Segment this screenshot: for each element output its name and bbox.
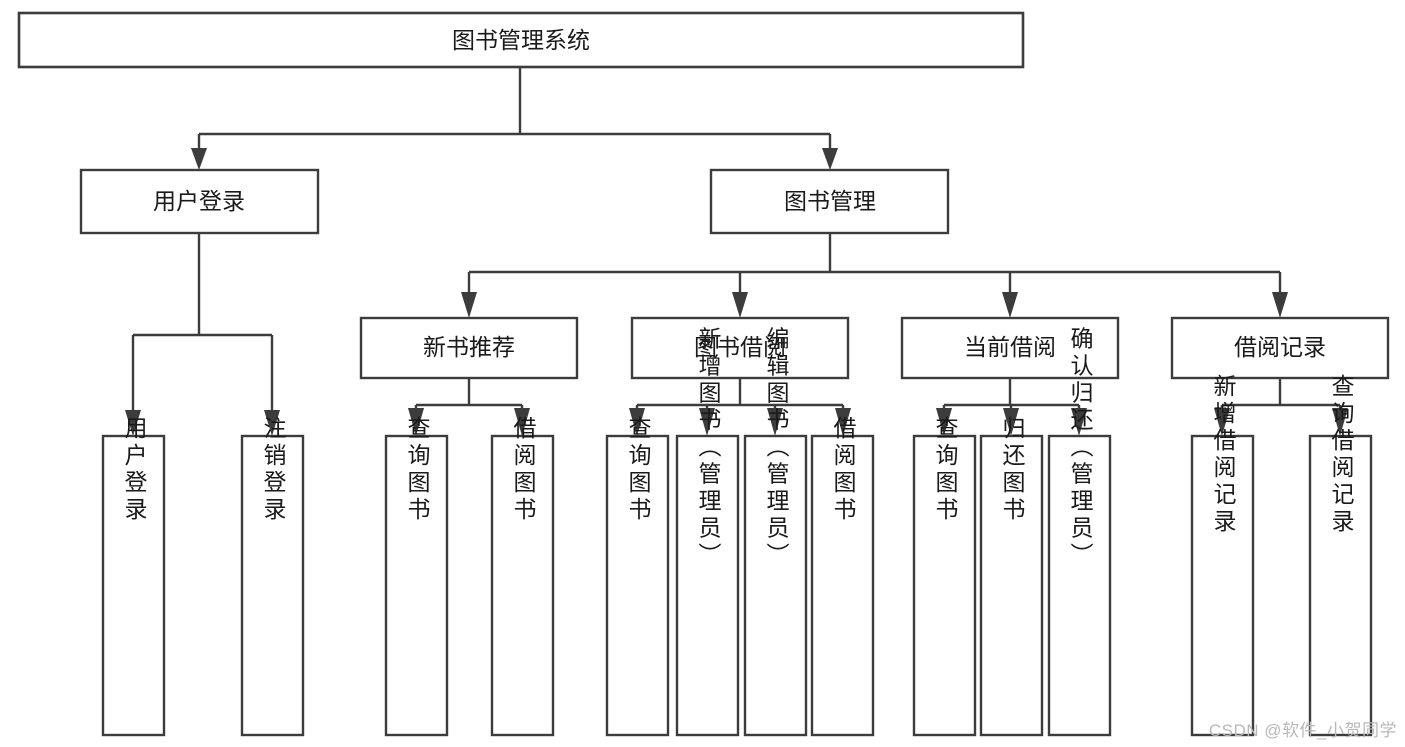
leaf-currentborrow-query-label: 查询图书 [932,416,959,524]
arrow-leaf-user-login-1 [125,410,141,436]
node-root-box [17,11,1025,69]
leaf-bookborrow-query-box [605,434,670,737]
leaf-bookborrow-query-label: 查询图书 [625,416,652,524]
node-new-book-recommend-label: 新书推荐 [423,334,515,360]
leaf-bookborrow-edit-box [743,434,808,737]
node-new-book-recommend-box [359,316,579,380]
node-current-borrow-box [900,316,1120,380]
leaf-node[interactable]: 新增图书（管理员） [675,327,740,737]
arrow-leaf-currentborrow-2 [1003,408,1019,436]
leaf-node[interactable]: 用户登录 [101,416,166,737]
arrow-to-book-borrow [732,292,748,318]
node-new-book-recommend[interactable]: 新书推荐 [359,316,579,380]
arrow-leaf-user-login-2 [264,410,280,436]
leaf-node[interactable]: 新增借阅记录 [1190,374,1255,737]
node-user-login-label: 用户登录 [153,188,245,214]
leaf-bookborrow-borrow-box [810,434,875,737]
arrow-to-user-login [191,148,207,170]
arrow-leaf-bookborrow-4 [835,408,851,436]
arrow-leaf-bookborrow-3 [767,408,783,436]
leaf-logout-box [240,434,305,737]
leaf-bookborrow-edit-label: 编辑图书（管理员） [763,327,790,570]
leaf-currentborrow-confirm-label: 确认归还（管理员） [1067,327,1094,570]
arrow-leaf-bookborrow-1 [629,408,645,436]
leaf-borrowrecord-add-box [1190,434,1255,737]
leaf-user-login-label: 用户登录 [121,416,148,524]
leaf-bookborrow-add-label: 新增图书（管理员） [695,327,722,570]
arrow-to-borrow-record [1272,292,1288,318]
node-user-login-box [79,168,320,235]
node-book-management-label: 图书管理 [784,188,876,214]
node-borrow-record-box [1170,316,1390,380]
arrow-to-book-manage [822,148,838,170]
arrow-leaf-currentborrow-3 [1071,408,1087,436]
leaf-node[interactable]: 查询图书 [605,416,670,737]
leaf-node[interactable]: 编辑图书（管理员） [743,327,808,737]
node-book-management-box [709,168,950,235]
leaf-borrowrecord-add-label: 新增借阅记录 [1210,374,1237,536]
leaf-node[interactable]: 确认归还（管理员） [1047,327,1112,737]
arrow-leaf-bookborrow-2 [699,408,715,436]
node-book-borrow-label: 图书借阅 [694,334,786,360]
leaf-currentborrow-return-box [979,434,1044,737]
leaf-node[interactable]: 查询图书 [384,416,449,737]
leaf-currentborrow-query-box [912,434,977,737]
arrow-leaf-newbook-1 [408,408,424,436]
leaf-newbook-borrow-box [490,434,555,737]
leaf-bookborrow-add-box [675,434,740,737]
node-user-login[interactable]: 用户登录 [79,168,320,235]
leaf-node[interactable]: 借阅图书 [810,416,875,737]
leaf-newbook-borrow-label: 借阅图书 [510,416,537,524]
leaf-currentborrow-confirm-box [1047,434,1112,737]
node-root-label: 图书管理系统 [452,27,590,53]
arrow-leaf-currentborrow-1 [936,408,952,436]
arrow-leaf-newbook-2 [514,408,530,436]
node-root-system[interactable]: 图书管理系统 [17,11,1025,69]
node-borrow-record[interactable]: 借阅记录 [1170,316,1390,380]
arrow-leaf-borrowrecord-1 [1214,408,1230,436]
node-book-borrow[interactable]: 图书借阅 [630,316,850,380]
leaf-node[interactable]: 查询借阅记录 [1308,374,1373,737]
leaf-node[interactable]: 查询图书 [912,416,977,737]
node-current-borrow[interactable]: 当前借阅 [900,316,1120,380]
leaf-bookborrow-borrow-label: 借阅图书 [830,416,857,524]
node-borrow-record-label: 借阅记录 [1234,334,1326,360]
arrow-to-current-borrow [1002,292,1018,318]
leaf-newbook-query-label: 查询图书 [404,416,431,524]
leaf-node[interactable]: 注销登录 [240,416,305,737]
node-book-management[interactable]: 图书管理 [709,168,950,235]
leaf-logout-label: 注销登录 [260,416,287,524]
leaf-user-login-box [101,434,166,737]
arrow-leaf-borrowrecord-2 [1332,408,1348,436]
leaf-borrowrecord-query-label: 查询借阅记录 [1328,374,1355,536]
leaf-newbook-query-box [384,434,449,737]
edges-group [125,67,1348,436]
leaf-node[interactable]: 借阅图书 [490,416,555,737]
leaf-borrowrecord-query-box [1308,434,1373,737]
leaf-currentborrow-return-label: 归还图书 [999,416,1026,524]
leaf-node[interactable]: 归还图书 [979,416,1044,737]
node-book-borrow-box [630,316,850,380]
node-current-borrow-label: 当前借阅 [964,334,1056,360]
arrow-to-new-book [461,292,477,318]
